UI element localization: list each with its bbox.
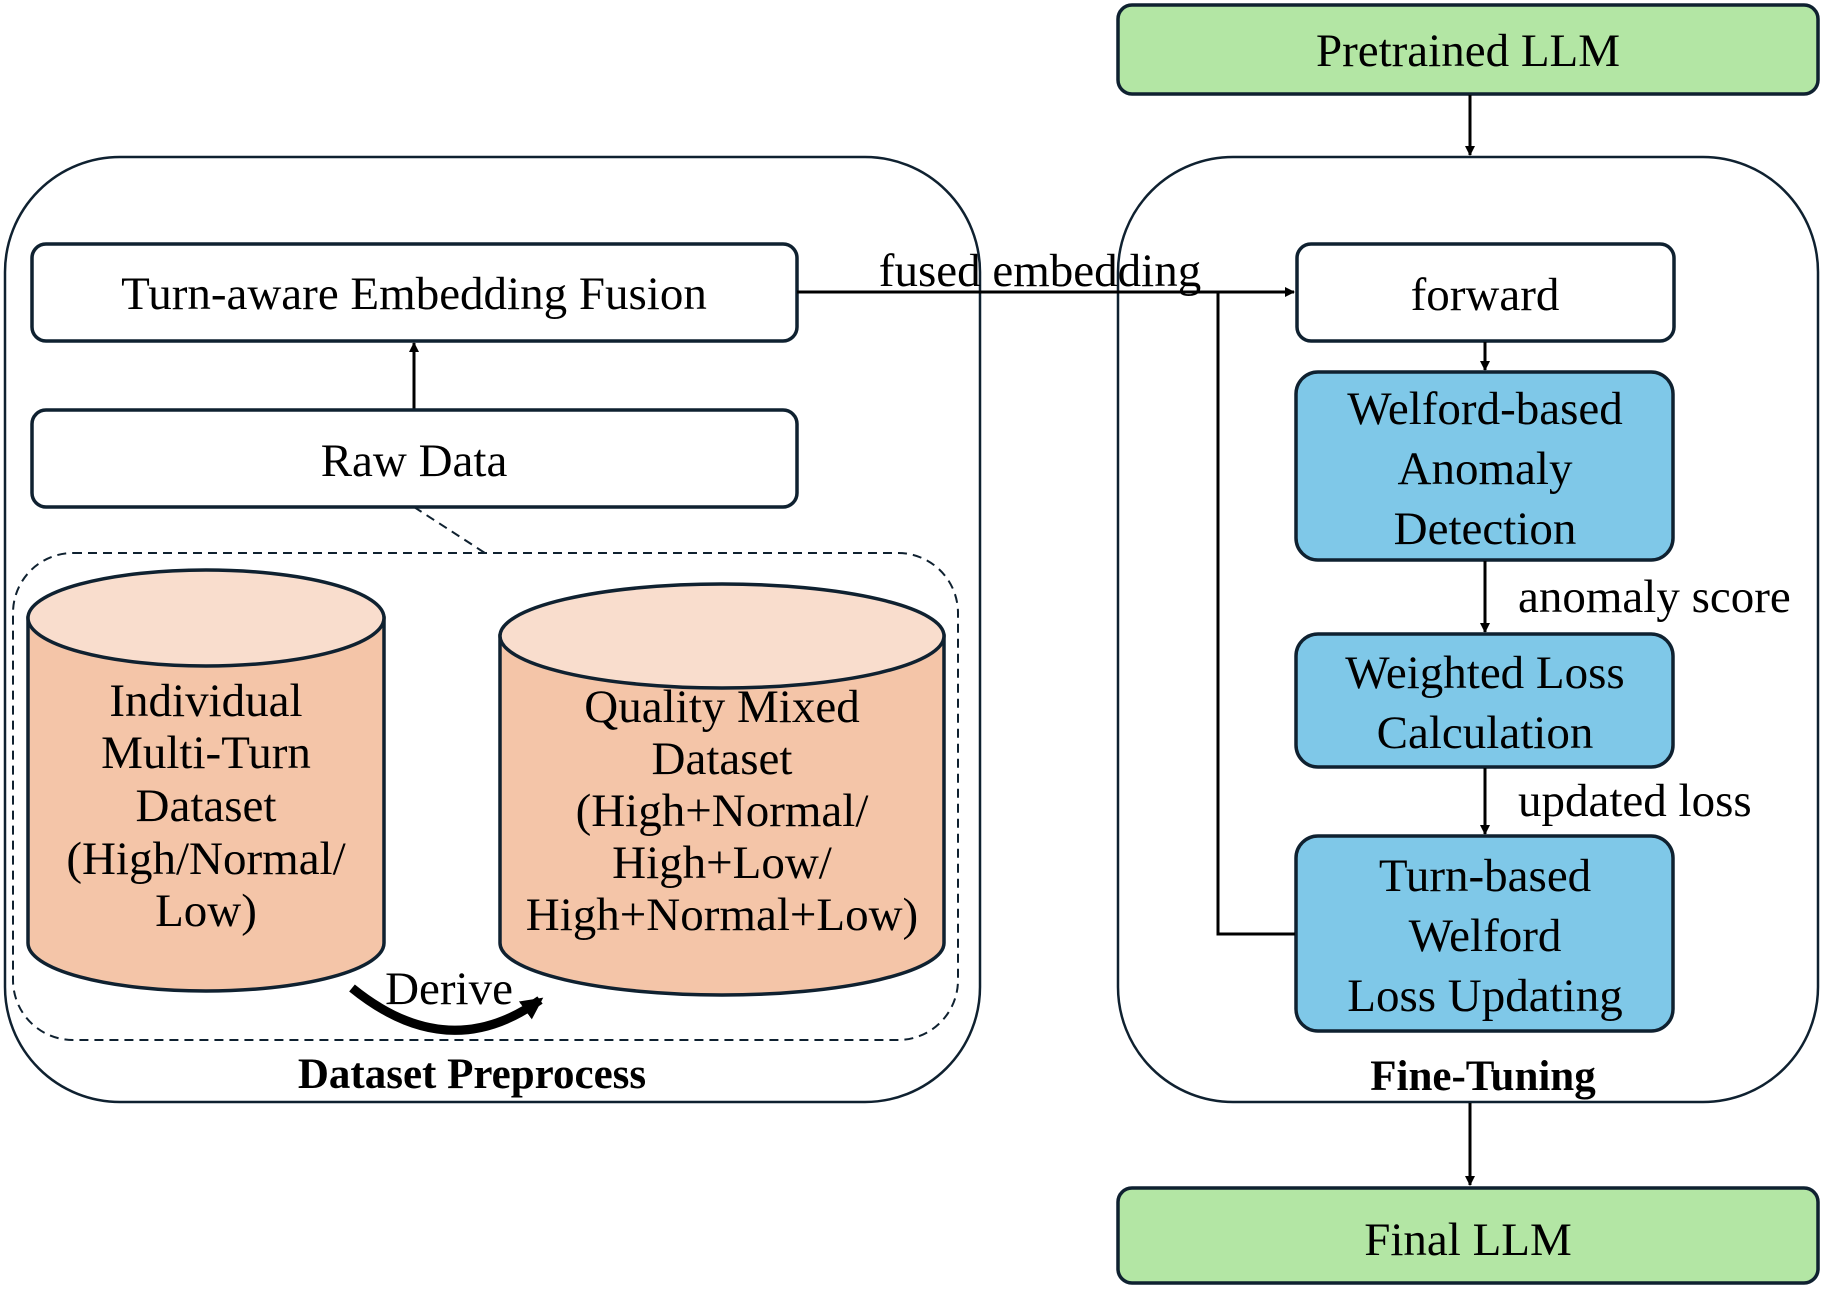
anomaly-detection-line-2: Anomaly (1398, 443, 1573, 495)
individual-dataset-line-4: (High/Normal/ (66, 833, 346, 885)
weighted-loss-line-2: Calculation (1377, 707, 1594, 759)
mixed-dataset-line-4: High+Low/ (612, 837, 833, 889)
derive-label: Derive (385, 963, 513, 1015)
individual-dataset-line-1: Individual (109, 675, 302, 727)
individual-dataset-cylinder (26, 568, 386, 993)
final-llm-label: Final LLM (1364, 1214, 1572, 1266)
anomaly-detection-box (1294, 370, 1675, 562)
fused-embedding-label: fused embedding (879, 245, 1201, 297)
raw-data-box-label: Raw Data (321, 435, 508, 487)
dataset-preprocess-title: Dataset Preprocess (298, 1051, 646, 1098)
dataset-group (12, 552, 959, 1041)
fusion-box-label: Turn-aware Embedding Fusion (121, 268, 707, 320)
final-llm-box (1116, 1186, 1820, 1285)
fine-tuning-panel (1116, 155, 1820, 1104)
loss-updating-line-2: Welford (1409, 910, 1562, 962)
dataset-preprocess-panel (3, 155, 982, 1104)
derive-arrow (349, 984, 544, 1035)
mixed-dataset-line-2: Dataset (652, 733, 793, 785)
weighted-loss-box (1294, 632, 1675, 769)
raw-data-dashed-connector (413, 506, 486, 554)
anomaly-detection-line-1: Welford-based (1347, 383, 1622, 435)
individual-dataset-line-3: Dataset (136, 780, 277, 832)
fine-tuning-title: Fine-Tuning (1370, 1053, 1596, 1100)
loss-updating-line-3: Loss Updating (1347, 970, 1622, 1022)
anomaly-detection-line-3: Detection (1394, 503, 1577, 555)
weighted-loss-line-1: Weighted Loss (1345, 647, 1624, 699)
mixed-dataset-line-5: High+Normal+Low) (526, 889, 918, 941)
individual-dataset-line-2: Multi-Turn (101, 727, 311, 779)
forward-box-label: forward (1411, 269, 1560, 321)
individual-dataset-line-5: Low) (155, 885, 257, 937)
mixed-dataset-cylinder (498, 582, 946, 997)
mixed-dataset-line-1: Quality Mixed (584, 681, 859, 733)
pretrained-llm-box (1116, 3, 1820, 96)
mixed-dataset-line-3: (High+Normal/ (576, 785, 870, 837)
loss-updating-box (1294, 834, 1675, 1033)
updated-loss-label: updated loss (1518, 775, 1752, 827)
forward-box (1295, 242, 1676, 343)
pretrained-llm-label: Pretrained LLM (1316, 25, 1620, 77)
feedback-loop-line (1216, 292, 1295, 936)
loss-updating-line-1: Turn-based (1379, 850, 1591, 902)
anomaly-score-label: anomaly score (1518, 571, 1791, 623)
